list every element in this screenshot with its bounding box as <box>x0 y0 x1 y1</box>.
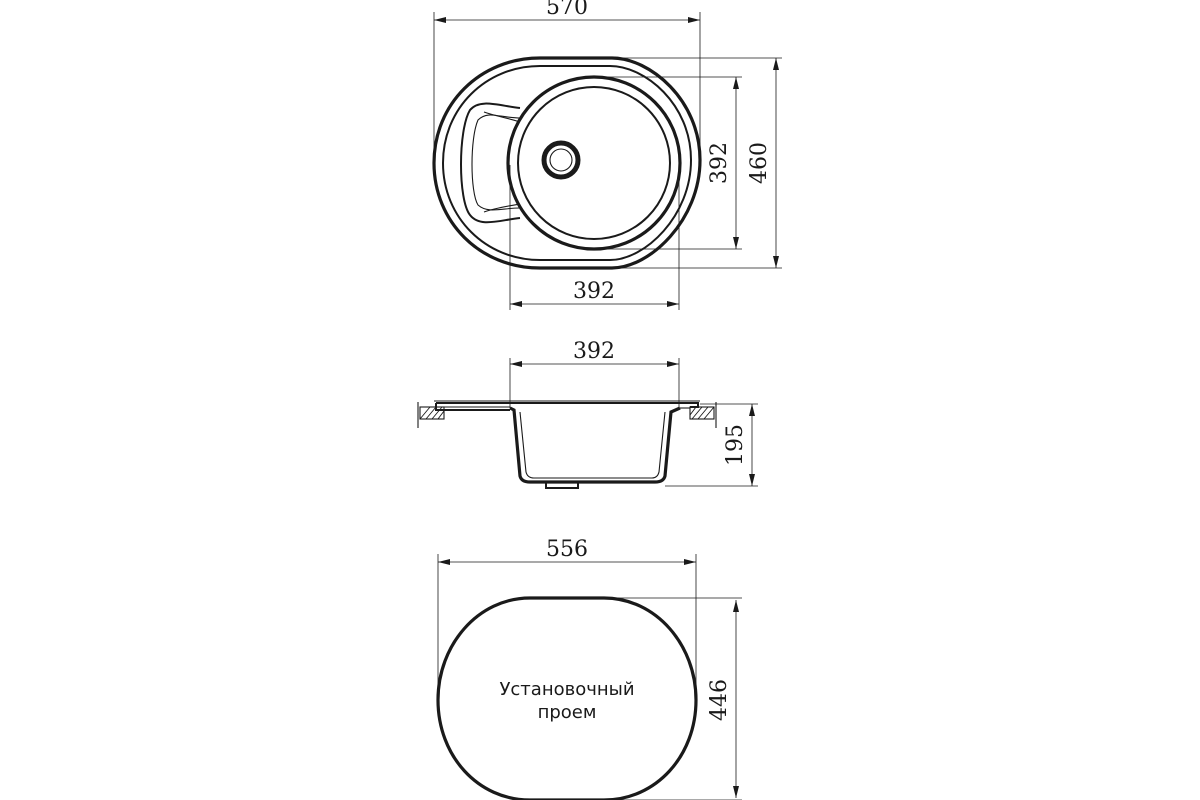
dim-label-460: 460 <box>747 142 772 184</box>
arrow-392h-left <box>510 301 522 307</box>
dim-label-side-195: 195 <box>723 424 748 466</box>
drainboard-groove-top <box>483 111 521 123</box>
bowl-profile-outer <box>509 406 681 484</box>
bowl-inner <box>517 86 671 240</box>
dim-label-556: 556 <box>546 537 588 562</box>
arrow-570-left <box>434 17 446 23</box>
top-view: 570 392 392 460 <box>432 0 782 310</box>
arrow-460-bottom <box>773 256 779 268</box>
dim-label-side-392: 392 <box>573 339 615 364</box>
arrow-392v-bottom <box>733 237 739 249</box>
arrow-392h-right <box>667 301 679 307</box>
bowl-rim <box>506 75 682 251</box>
cutout-label-line2: проем <box>538 702 597 723</box>
dim-label-446: 446 <box>707 679 732 721</box>
dim-label-392v: 392 <box>707 142 732 184</box>
drain-inner <box>549 148 573 172</box>
countertop-left <box>417 402 445 428</box>
inner-rim-outline <box>441 65 693 261</box>
side-view: 392 195 <box>417 339 758 489</box>
arrow-570-right <box>688 17 700 23</box>
cutout-outline <box>436 596 698 800</box>
drain-stub <box>545 482 579 489</box>
arrow-392v-top <box>733 77 739 89</box>
bowl-profile-inner <box>519 411 666 479</box>
cutout-label-line1: Установочный <box>499 679 634 700</box>
drainboard-outer <box>460 102 521 224</box>
outer-rim-outline <box>432 56 702 270</box>
dim-label-392h: 392 <box>573 279 615 304</box>
countertop-right <box>689 402 717 428</box>
sink-rim-profile <box>435 402 699 411</box>
dim-label-570: 570 <box>546 0 588 20</box>
arrow-460-top <box>773 58 779 70</box>
cutout-view: Установочный проем 556 446 <box>436 537 742 800</box>
drain-outer <box>541 140 581 180</box>
